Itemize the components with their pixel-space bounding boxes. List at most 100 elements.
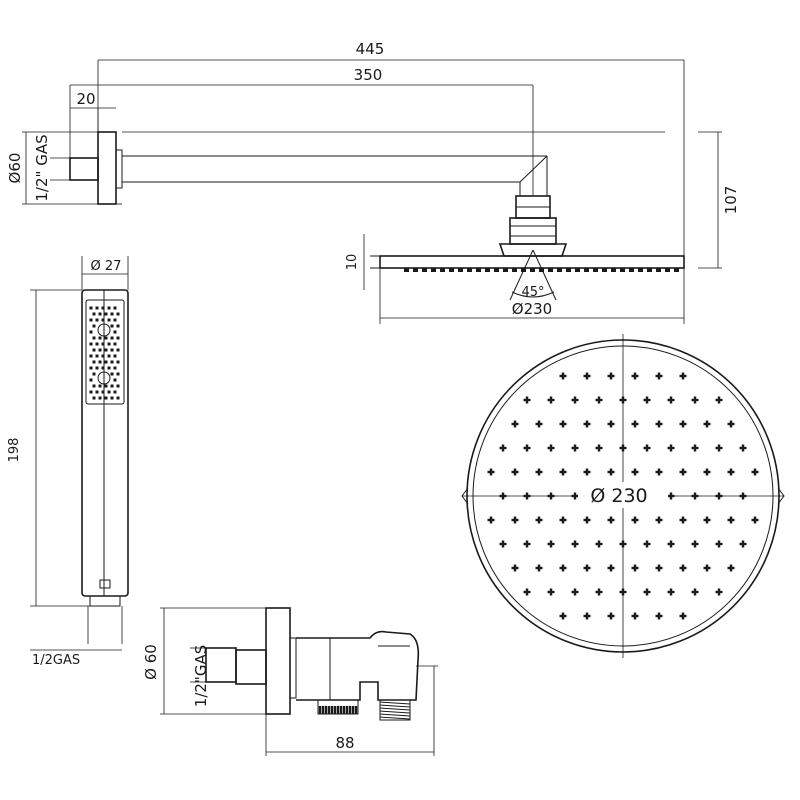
hand-nozzle (95, 342, 99, 346)
nozzle-icon (631, 468, 639, 476)
nozzle-icon (619, 588, 627, 596)
dim-outlet-diameter: Ø 60 (142, 644, 160, 680)
hand-nozzle (110, 312, 114, 316)
nozzle-icon (487, 468, 495, 476)
dim-hand-thread: 1/2GAS (32, 653, 80, 668)
hand-nozzle (92, 360, 96, 364)
hand-nozzle (110, 336, 114, 340)
nozzle-icon (511, 516, 519, 524)
nozzle-icon (547, 444, 555, 452)
hand-nozzle (95, 390, 99, 394)
nozzle-icon (727, 420, 735, 428)
nozzle-icon (523, 396, 531, 404)
outlet-flange (265, 607, 291, 715)
hand-nozzle (92, 324, 96, 328)
hand-nozzle (101, 390, 105, 394)
hand-nozzle (89, 342, 93, 346)
hand-nozzle (116, 360, 120, 364)
nozzle-icon (655, 564, 663, 572)
nozzle-tip (665, 268, 670, 272)
outlet-stub (235, 649, 267, 685)
wall-outlet-dimensions: Ø 60 1/2"GAS 88 (142, 644, 435, 756)
plan-nozzles (487, 372, 759, 620)
nozzle-tip (674, 268, 679, 272)
dim-total-height: 107 (722, 186, 740, 215)
nozzle-tip (557, 268, 562, 272)
hand-nozzle (98, 312, 102, 316)
nozzle-icon (679, 372, 687, 380)
head-nozzles (404, 268, 679, 272)
nozzle-icon (691, 588, 699, 596)
wall-outlet-side-view (160, 607, 438, 721)
dim-head-diameter-plan: Ø 230 (590, 485, 647, 507)
hand-nozzle (89, 330, 93, 334)
thread-stub (69, 157, 99, 181)
nozzle-icon (679, 468, 687, 476)
nozzle-tip (548, 268, 553, 272)
nozzle-icon (571, 588, 579, 596)
wall-flange (97, 131, 117, 205)
nozzle-tip (575, 268, 580, 272)
nozzle-icon (487, 516, 495, 524)
hand-nozzle (101, 306, 105, 310)
nozzle-icon (619, 540, 627, 548)
hand-nozzle (116, 324, 120, 328)
hand-nozzle (101, 366, 105, 370)
nozzle-tip (404, 268, 409, 272)
nozzle-tip (512, 268, 517, 272)
nozzle-icon (583, 372, 591, 380)
hand-nozzle (104, 336, 108, 340)
nozzle-icon (595, 588, 603, 596)
hand-nozzle (113, 366, 117, 370)
nozzle-icon (559, 468, 567, 476)
nozzle-icon (607, 420, 615, 428)
nozzle-icon (583, 468, 591, 476)
nozzle-icon (643, 444, 651, 452)
hand-nozzle (89, 318, 93, 322)
nozzle-icon (583, 564, 591, 572)
nozzle-icon (571, 540, 579, 548)
dim-overall-length: 445 (356, 40, 385, 58)
nozzle-icon (715, 540, 723, 548)
hand-nozzle (104, 348, 108, 352)
nozzle-icon (499, 444, 507, 452)
dim-outlet-length: 88 (335, 734, 354, 752)
hand-nozzle (116, 396, 120, 400)
hand-nozzle (89, 366, 93, 370)
hand-nozzle (107, 390, 111, 394)
nozzle-icon (727, 564, 735, 572)
hand-nozzle (107, 318, 111, 322)
nozzle-icon (691, 540, 699, 548)
shower-arm-side-view (69, 131, 685, 301)
hand-nozzle (113, 378, 117, 382)
hand-nozzle (116, 312, 120, 316)
nozzle-icon (559, 420, 567, 428)
nozzle-icon (691, 444, 699, 452)
nozzle-tip (611, 268, 616, 272)
nozzle-icon (679, 420, 687, 428)
hand-nozzle (92, 396, 96, 400)
hand-nozzle (95, 318, 99, 322)
nozzle-tip (467, 268, 472, 272)
nozzle-tip (494, 268, 499, 272)
nozzle-icon (571, 444, 579, 452)
nozzle-tip (620, 268, 625, 272)
nozzle-icon (751, 516, 759, 524)
nozzle-tip (638, 268, 643, 272)
swivel-ball (509, 217, 557, 245)
nozzle-icon (559, 516, 567, 524)
nozzle-icon (655, 420, 663, 428)
shower-head-plan-view: Ø 230 (461, 334, 785, 658)
nozzle-icon (667, 492, 675, 500)
nozzle-tip (584, 268, 589, 272)
nozzle-icon (607, 468, 615, 476)
hand-nozzle (110, 360, 114, 364)
nozzle-icon (547, 588, 555, 596)
hand-nozzle (113, 318, 117, 322)
nozzle-icon (547, 396, 555, 404)
nozzle-icon (739, 540, 747, 548)
nozzle-icon (595, 540, 603, 548)
nozzle-icon (691, 396, 699, 404)
nozzle-icon (535, 516, 543, 524)
